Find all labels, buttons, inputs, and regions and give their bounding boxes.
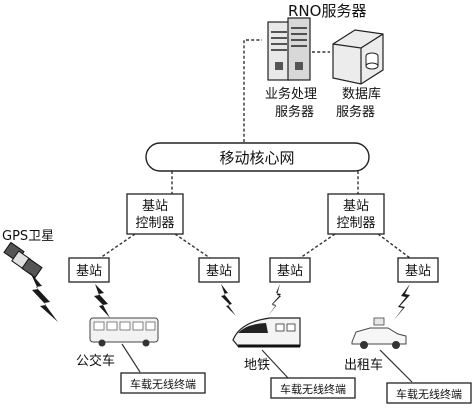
bsc-2-label-line2: 控制器 — [336, 216, 375, 231]
base-station-1-box — [68, 257, 110, 283]
business-server-label-line2: 服务器 — [275, 104, 314, 120]
business-server-icon — [267, 17, 311, 81]
subway-signal-bolt-icon-1 — [221, 284, 236, 316]
taxi-signal-bolt-icon — [394, 284, 410, 320]
subway-terminal-link — [261, 349, 289, 379]
base-station-1-label: 基站 — [76, 264, 102, 279]
rno-server-title: RNO服务器 — [288, 2, 366, 20]
bsc1-to-bs1-line — [99, 233, 136, 259]
taxi-icon — [351, 317, 407, 349]
base-station-3-label: 基站 — [277, 264, 303, 279]
base-station-3-box — [269, 257, 311, 283]
bus-terminal-label: 车载无线终端 — [130, 377, 196, 391]
business-server-label-line1: 业务处理 — [265, 86, 317, 102]
base-station-2-box — [198, 257, 240, 283]
gps-satellite-label: GPS卫星 — [2, 229, 54, 244]
bsc-2-box — [327, 193, 385, 235]
bsc-1-label-line1: 基站 — [142, 199, 168, 214]
database-server-label-line2: 服务器 — [336, 104, 375, 120]
core-network-label: 移动核心网 — [219, 149, 294, 167]
subway-terminal-label: 车载无线终端 — [280, 382, 346, 396]
bsc-1-box — [126, 193, 184, 235]
taxi-label: 出租车 — [344, 357, 383, 373]
base-station-2-label: 基站 — [206, 264, 232, 279]
core-network-node — [145, 142, 370, 172]
database-server-icon — [332, 29, 384, 85]
subway-terminal-box — [270, 377, 356, 399]
base-station-4-box — [397, 257, 439, 283]
taxi-terminal-label: 车载无线终端 — [396, 387, 462, 401]
taxi-terminal-box — [386, 382, 472, 404]
database-server-label-line1: 数据库 — [342, 86, 381, 102]
bus-signal-bolt-icon — [94, 284, 110, 318]
gps-satellite-icon — [3, 241, 43, 279]
server-link-line — [243, 39, 262, 142]
taxi-terminal-link — [379, 349, 413, 383]
base-station-4-label: 基站 — [405, 264, 431, 279]
bus-label: 公交车 — [76, 353, 115, 369]
subway-label: 地铁 — [244, 358, 270, 373]
bsc-1-label-line2: 控制器 — [135, 216, 174, 231]
bsc2-to-bs4-line — [377, 233, 411, 259]
bsc2-to-bs3-line — [299, 233, 336, 259]
bus-terminal-box — [120, 372, 206, 394]
bus-icon — [89, 317, 159, 347]
subway-signal-bolt-icon-2 — [268, 284, 281, 316]
subway-train-icon — [232, 317, 301, 348]
bus-terminal-link — [121, 343, 141, 373]
bsc1-to-bs2-line — [174, 233, 211, 259]
bsc-2-label-line1: 基站 — [343, 199, 369, 214]
gps-signal-bolt-icon — [30, 272, 58, 322]
